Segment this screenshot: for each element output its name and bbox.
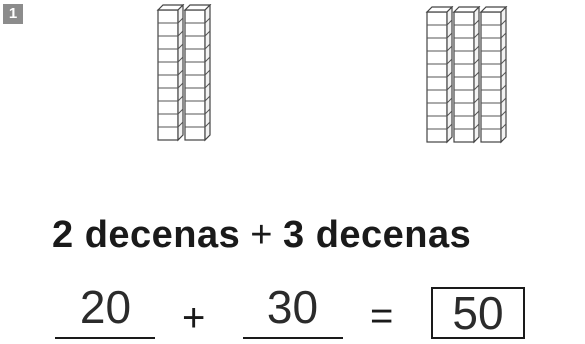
addend2-answer: 30 [266, 281, 319, 333]
equation-equals: = [370, 294, 394, 338]
sentence-part1: 2 decenas [52, 214, 241, 256]
addend2-blank-line [243, 337, 343, 339]
result-answer: 50 [452, 287, 504, 339]
result-box: 50 [431, 287, 525, 339]
left-ten-rods-drawing [156, 4, 212, 142]
ten-rod [452, 6, 481, 144]
ten-rod [156, 4, 185, 142]
ten-rod [479, 6, 508, 144]
addend1-blank-line [55, 337, 155, 339]
left-ten-rods [156, 4, 216, 149]
word-sentence: 2 decenas+3 decenas [52, 214, 471, 257]
sentence-plus: + [250, 214, 273, 256]
ten-rod [425, 6, 454, 144]
sentence-part2: 3 decenas [283, 214, 472, 256]
exercise-number-badge: 1 [3, 4, 23, 24]
equation-plus: + [182, 296, 206, 340]
right-ten-rods-drawing [425, 6, 508, 144]
addend1-answer: 20 [79, 281, 132, 333]
ten-rod [183, 4, 212, 142]
right-ten-rods [425, 6, 510, 151]
